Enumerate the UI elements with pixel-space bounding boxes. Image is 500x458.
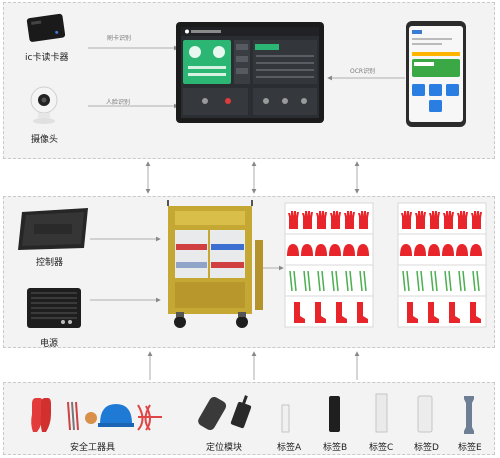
- helmet-icon: [357, 244, 369, 256]
- boot-icon: [470, 302, 481, 323]
- boot-icon: [428, 302, 439, 323]
- helmet-icon: [470, 244, 482, 256]
- boot-icon: [294, 302, 305, 323]
- tag-c-label: 标签C: [369, 443, 394, 453]
- boot-icon: [357, 302, 368, 323]
- probe-icon: [402, 270, 410, 292]
- boot-icon: [315, 302, 326, 323]
- safety-tools-label: 安全工器具: [70, 443, 116, 453]
- camera-label: 摄像头: [31, 135, 59, 145]
- helmet-icon: [400, 244, 412, 256]
- probe-icon: [416, 270, 424, 292]
- helmet-icon: [329, 244, 341, 256]
- glove-icon: [443, 211, 454, 229]
- glove-icon: [429, 211, 440, 229]
- locator-module-label: 定位模块: [206, 443, 243, 453]
- power-supply-label: 电源: [40, 339, 59, 349]
- tag-d-label: 标签D: [414, 443, 439, 453]
- glove-icon: [344, 211, 355, 229]
- tag-b-label: 标签B: [323, 443, 348, 453]
- bottom-panel: [3, 382, 495, 455]
- helmet-icon: [301, 244, 313, 256]
- boot-icon: [336, 302, 347, 323]
- controller-label: 控制器: [36, 258, 64, 268]
- ocr-connection-label: OCR识别: [350, 68, 376, 75]
- glove-icon: [401, 211, 412, 229]
- probe-icon: [289, 270, 297, 292]
- glove-icon: [358, 211, 369, 229]
- boot-icon: [407, 302, 418, 323]
- helmet-icon: [428, 244, 440, 256]
- helmet-icon: [414, 244, 426, 256]
- face-connection-label: 人脸识别: [106, 99, 131, 106]
- probe-icon: [472, 270, 480, 292]
- glove-icon: [330, 211, 341, 229]
- glove-icon: [288, 211, 299, 229]
- glove-icon: [415, 211, 426, 229]
- probe-icon: [430, 270, 438, 292]
- helmet-icon: [442, 244, 454, 256]
- glove-icon: [457, 211, 468, 229]
- glove-icon: [302, 211, 313, 229]
- glove-icon: [471, 211, 482, 229]
- tag-a-label: 标签A: [277, 443, 302, 453]
- tag-e-label: 标签E: [458, 443, 482, 453]
- probe-icon: [317, 270, 325, 292]
- card-reader-label: ic卡读卡器: [25, 53, 69, 63]
- probe-icon: [345, 270, 353, 292]
- helmet-icon: [456, 244, 468, 256]
- probe-icon: [359, 270, 367, 292]
- helmet-icon: [287, 244, 299, 256]
- glove-icon: [316, 211, 327, 229]
- card-connection-label: 刷卡识别: [107, 35, 132, 42]
- boot-icon: [449, 302, 460, 323]
- probe-icon: [444, 270, 452, 292]
- helmet-icon: [315, 244, 327, 256]
- probe-icon: [458, 270, 466, 292]
- helmet-icon: [343, 244, 355, 256]
- probe-icon: [331, 270, 339, 292]
- probe-icon: [303, 270, 311, 292]
